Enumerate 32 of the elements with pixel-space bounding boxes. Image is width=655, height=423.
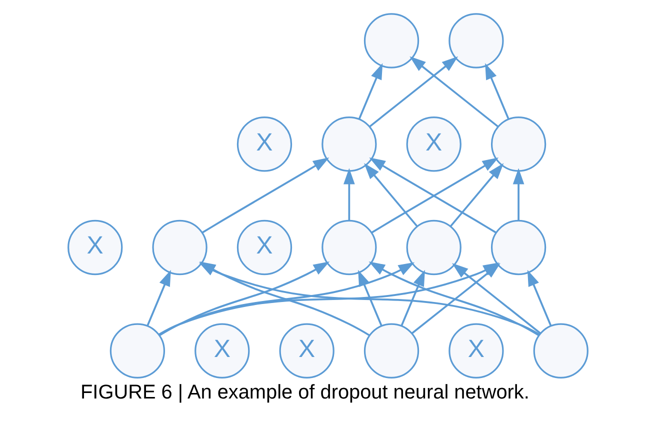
node-circle (363, 322, 419, 378)
node-circle (321, 116, 376, 172)
node-circle: X (448, 322, 504, 378)
arrow (368, 56, 458, 127)
node-circle (448, 12, 504, 68)
arrow (409, 56, 498, 127)
arrow (358, 269, 382, 326)
node-circle (321, 219, 376, 275)
node-circle (363, 12, 419, 68)
node-circle (152, 219, 207, 275)
arrow (484, 62, 509, 119)
arrow (449, 162, 504, 226)
caption: FIGURE 6 | An example of dropout neural network. (80, 381, 529, 404)
node-circle: X (236, 219, 292, 275)
arrow (400, 269, 424, 326)
node-circle: X (194, 322, 250, 378)
arrow (364, 162, 418, 226)
node-circle (109, 322, 165, 378)
node-circle: X (67, 219, 122, 275)
arrow (146, 269, 170, 326)
node-circle: X (406, 116, 461, 172)
arrow (512, 168, 524, 220)
arrow (358, 62, 382, 119)
node-circle: X (278, 322, 334, 378)
node-circle (406, 219, 461, 275)
arrow (343, 168, 354, 220)
arrow (201, 156, 329, 233)
node-circle (490, 116, 546, 172)
node-circle (490, 219, 546, 275)
node-circle (532, 322, 588, 378)
arrow (526, 269, 552, 326)
node-circle: X (236, 116, 292, 172)
